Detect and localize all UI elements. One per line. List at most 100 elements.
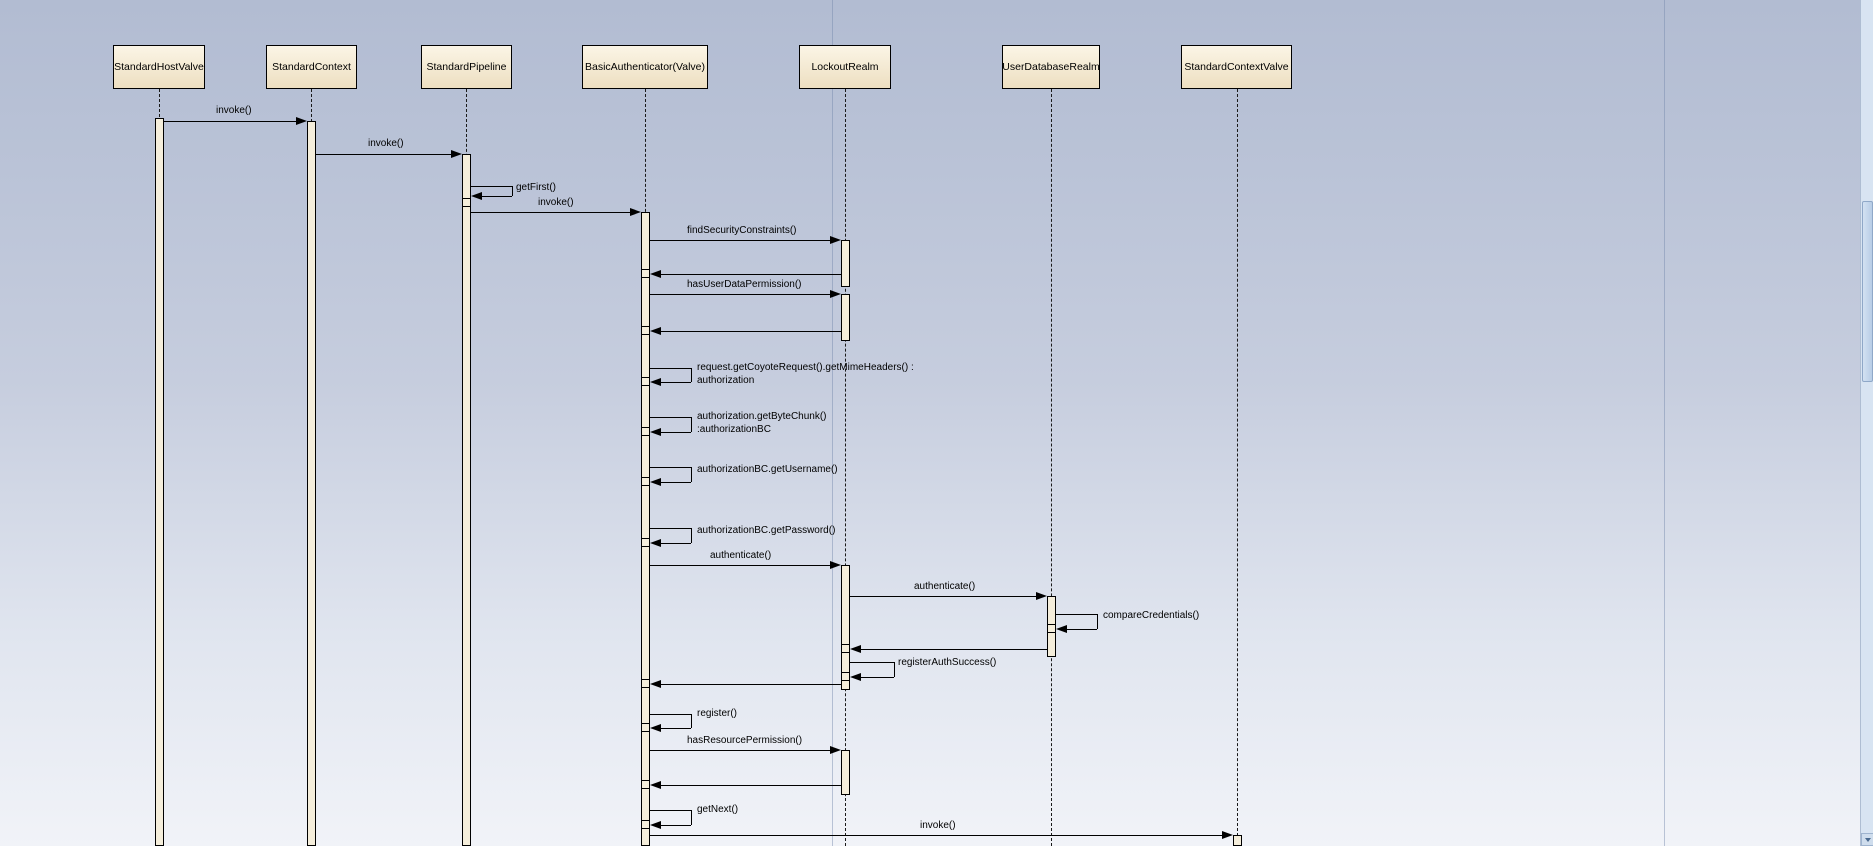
message-invoke1-line[interactable]	[164, 121, 296, 122]
message-register-line	[661, 728, 691, 729]
return-message-line[interactable]	[861, 649, 1047, 650]
nested-activation-marker	[641, 780, 650, 789]
nested-activation-marker	[1047, 624, 1056, 633]
message-hasuserdatapermission-line[interactable]	[650, 294, 830, 295]
message-register-label[interactable]: register()	[697, 708, 738, 719]
message-comparecredentials-line	[1067, 629, 1097, 630]
message-hasuserdatapermission-label[interactable]: hasUserDataPermission()	[687, 279, 802, 290]
message-getbytechunk-line[interactable]	[650, 417, 691, 418]
message-registerauthsuccess-label[interactable]: registerAuthSuccess()	[898, 657, 997, 668]
lifeline-standardcontextvalve[interactable]	[1237, 89, 1238, 846]
message-getbytechunk-label[interactable]: authorization.getByteChunk()	[697, 411, 827, 422]
message-getusername-label[interactable]: authorizationBC.getUsername()	[697, 464, 838, 475]
scrollbar-thumb[interactable]	[1862, 201, 1873, 382]
message-register-line	[691, 714, 692, 728]
message-findsecurityconstraints-label[interactable]: findSecurityConstraints()	[687, 225, 797, 236]
message-hasresourcepermission-label[interactable]: hasResourcePermission()	[687, 735, 803, 746]
message-invoke1-label[interactable]: invoke()	[216, 105, 252, 116]
participant-standardcontext[interactable]: StandardContext	[266, 45, 357, 89]
message-getpassword-line[interactable]	[650, 528, 691, 529]
message-invoke3-line[interactable]	[471, 212, 630, 213]
message-authenticate1-label[interactable]: authenticate()	[710, 550, 772, 561]
message-getmimeheaders-line	[661, 382, 691, 383]
activation-bar[interactable]	[462, 154, 471, 846]
message-findsecurityconstraints-line[interactable]	[650, 240, 830, 241]
return-message-line[interactable]	[661, 785, 841, 786]
message-authenticate2-label[interactable]: authenticate()	[914, 581, 976, 592]
lifeline-lockoutrealm[interactable]	[845, 89, 846, 846]
message-getfirst-line	[482, 196, 512, 197]
message-getpassword-label[interactable]: authorizationBC.getPassword()	[697, 525, 836, 536]
activation-bar[interactable]	[841, 240, 850, 287]
arrowhead-icon	[830, 236, 841, 244]
message-getmimeheaders-line[interactable]	[650, 368, 691, 369]
arrowhead-icon	[650, 378, 661, 386]
arrowhead-icon	[830, 290, 841, 298]
message-getnext-line	[661, 825, 691, 826]
message-getfirst-line	[512, 186, 513, 196]
participant-lockoutrealm[interactable]: LockoutRealm	[799, 45, 891, 89]
scroll-down-button[interactable]	[1861, 833, 1873, 846]
vertical-scrollbar[interactable]	[1860, 0, 1873, 846]
message-comparecredentials-line[interactable]	[1056, 614, 1097, 615]
activation-bar[interactable]	[841, 565, 850, 690]
message-invoke4-line[interactable]	[650, 835, 1222, 836]
scroll-down-icon	[1864, 837, 1871, 842]
nested-activation-marker	[841, 672, 850, 681]
message-getusername-line	[691, 467, 692, 482]
lifeline-userdatabaserealm[interactable]	[1051, 89, 1052, 846]
message-invoke2-label[interactable]: invoke()	[368, 138, 404, 149]
message-getbytechunk-label2[interactable]: :authorizationBC	[697, 424, 771, 435]
nested-activation-marker	[641, 679, 650, 688]
message-getmimeheaders-label[interactable]: request.getCoyoteRequest().getMimeHeader…	[697, 362, 914, 373]
message-authenticate1-line[interactable]	[650, 565, 830, 566]
participant-standardcontextvalve[interactable]: StandardContextValve	[1181, 45, 1292, 89]
arrowhead-icon	[650, 724, 661, 732]
arrowhead-icon	[830, 746, 841, 754]
return-message-line[interactable]	[661, 274, 841, 275]
message-getbytechunk-line	[691, 417, 692, 432]
message-getfirst-label[interactable]: getFirst()	[516, 182, 556, 193]
message-comparecredentials-label[interactable]: compareCredentials()	[1103, 610, 1200, 621]
nested-activation-marker	[641, 427, 650, 436]
message-invoke2-line[interactable]	[316, 154, 451, 155]
message-getusername-line	[661, 482, 691, 483]
page-boundary-line	[832, 0, 833, 846]
arrowhead-icon	[650, 680, 661, 688]
arrowhead-icon	[650, 428, 661, 436]
activation-bar[interactable]	[641, 212, 650, 846]
activation-bar[interactable]	[1233, 835, 1242, 846]
participant-standardhostvalve[interactable]: StandardHostValve	[113, 45, 205, 89]
message-authenticate2-line[interactable]	[850, 596, 1036, 597]
message-invoke4-label[interactable]: invoke()	[920, 820, 956, 831]
activation-bar[interactable]	[841, 294, 850, 341]
message-invoke3-label[interactable]: invoke()	[538, 197, 574, 208]
message-registerauthsuccess-line[interactable]	[850, 662, 894, 663]
page-boundary-line	[1664, 0, 1665, 846]
arrowhead-icon	[830, 561, 841, 569]
arrowhead-icon	[650, 821, 661, 829]
message-hasresourcepermission-line[interactable]	[650, 750, 830, 751]
activation-bar[interactable]	[307, 121, 316, 846]
message-getmimeheaders-label2[interactable]: authorization	[697, 375, 755, 386]
arrowhead-icon	[1036, 592, 1047, 600]
message-getusername-line[interactable]	[650, 467, 691, 468]
message-register-line[interactable]	[650, 714, 691, 715]
nested-activation-marker	[641, 723, 650, 732]
message-getnext-line[interactable]	[650, 810, 691, 811]
message-getfirst-line[interactable]	[471, 186, 512, 187]
arrowhead-icon	[650, 327, 661, 335]
return-message-line[interactable]	[661, 684, 841, 685]
message-getnext-label[interactable]: getNext()	[697, 804, 739, 815]
participant-userdatabaserealm[interactable]: UserDatabaseRealm	[1002, 45, 1100, 89]
arrowhead-icon	[1056, 625, 1067, 633]
return-message-line[interactable]	[661, 331, 841, 332]
arrowhead-icon	[650, 478, 661, 486]
activation-bar[interactable]	[841, 750, 850, 795]
activation-bar[interactable]	[155, 118, 164, 846]
nested-activation-marker	[841, 644, 850, 653]
participant-basicauthenticator[interactable]: BasicAuthenticator(Valve)	[582, 45, 708, 89]
arrowhead-icon	[630, 208, 641, 216]
participant-standardpipeline[interactable]: StandardPipeline	[421, 45, 512, 89]
